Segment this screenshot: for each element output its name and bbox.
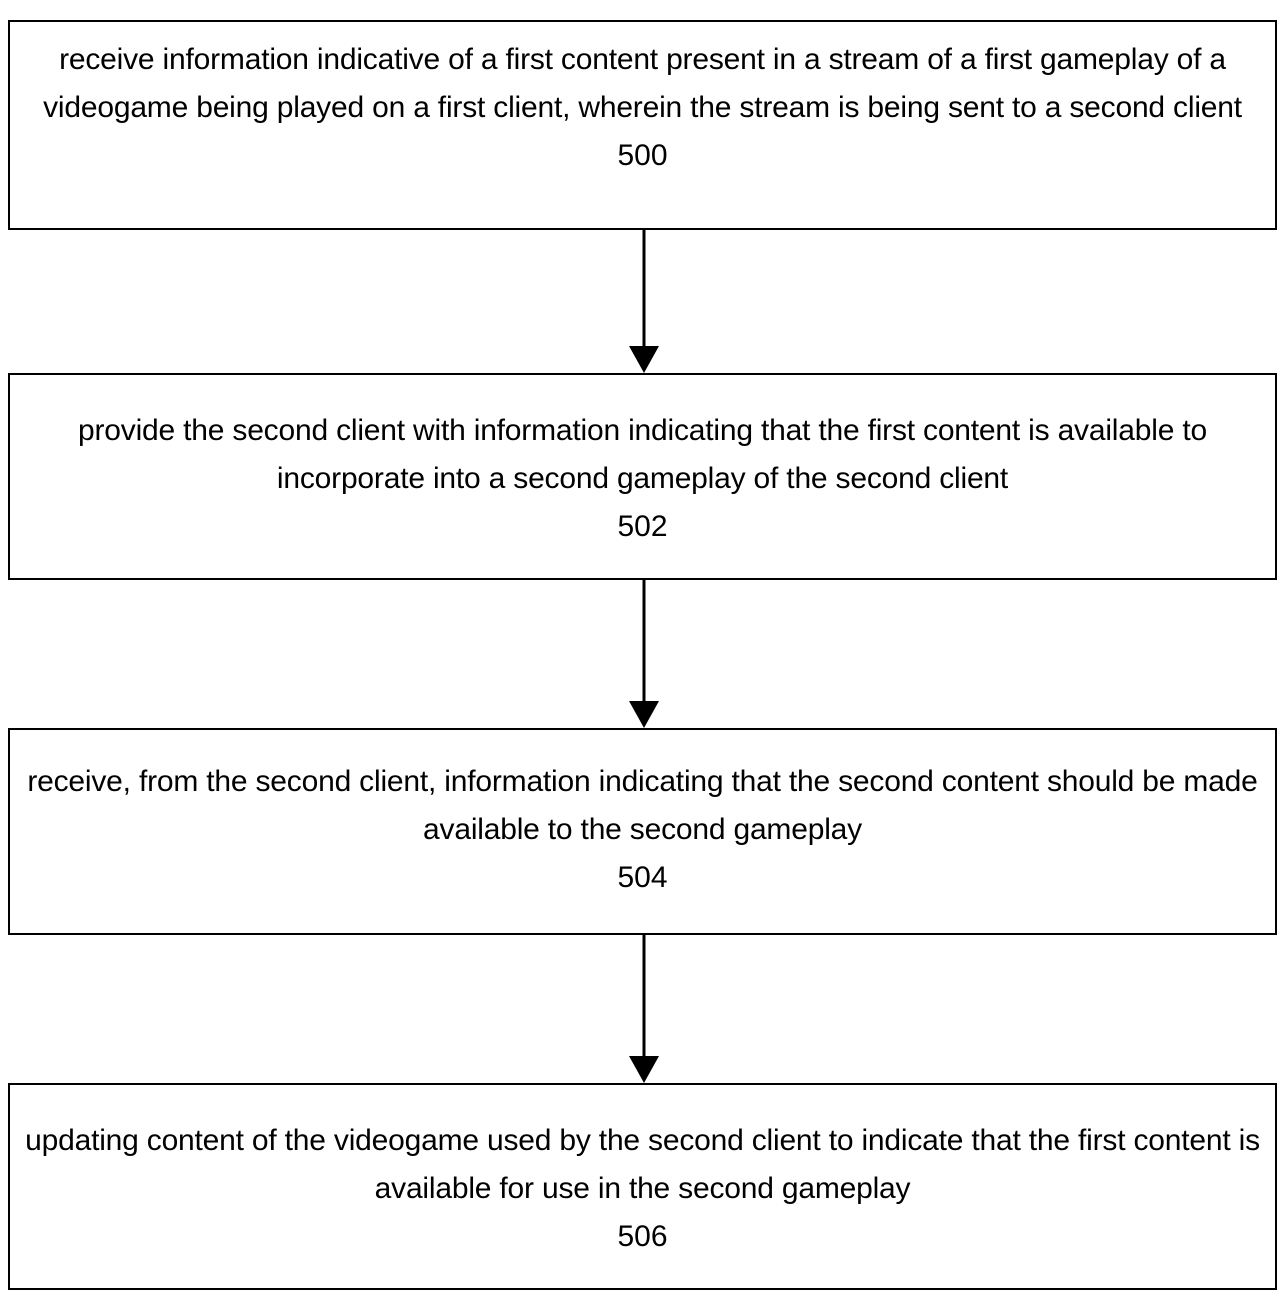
connector-502-to-504 bbox=[628, 580, 660, 728]
flowchart-node-502: provide the second client with informati… bbox=[8, 373, 1277, 580]
node-506-reference-numeral: 506 bbox=[617, 1220, 668, 1253]
connector-504-to-506 bbox=[628, 935, 660, 1083]
node-502-text: provide the second client with informati… bbox=[78, 414, 1207, 495]
node-506-text: updating content of the videogame used b… bbox=[25, 1124, 1260, 1205]
node-504-body: receive, from the second client, informa… bbox=[10, 730, 1275, 902]
flowchart-node-504: receive, from the second client, informa… bbox=[8, 728, 1277, 935]
flowchart-node-506: updating content of the videogame used b… bbox=[8, 1083, 1277, 1290]
flowchart-node-500: receive information indicative of a firs… bbox=[8, 20, 1277, 230]
node-506-body: updating content of the videogame used b… bbox=[10, 1085, 1275, 1261]
node-504-reference-numeral: 504 bbox=[617, 861, 668, 894]
node-502-body: provide the second client with informati… bbox=[10, 375, 1275, 551]
node-500-body: receive information indicative of a firs… bbox=[10, 22, 1275, 180]
connector-500-to-502 bbox=[628, 230, 660, 373]
node-500-text: receive information indicative of a firs… bbox=[43, 43, 1242, 124]
node-504-text: receive, from the second client, informa… bbox=[27, 765, 1258, 846]
node-500-reference-numeral: 500 bbox=[617, 139, 668, 172]
node-502-reference-numeral: 502 bbox=[617, 510, 668, 543]
